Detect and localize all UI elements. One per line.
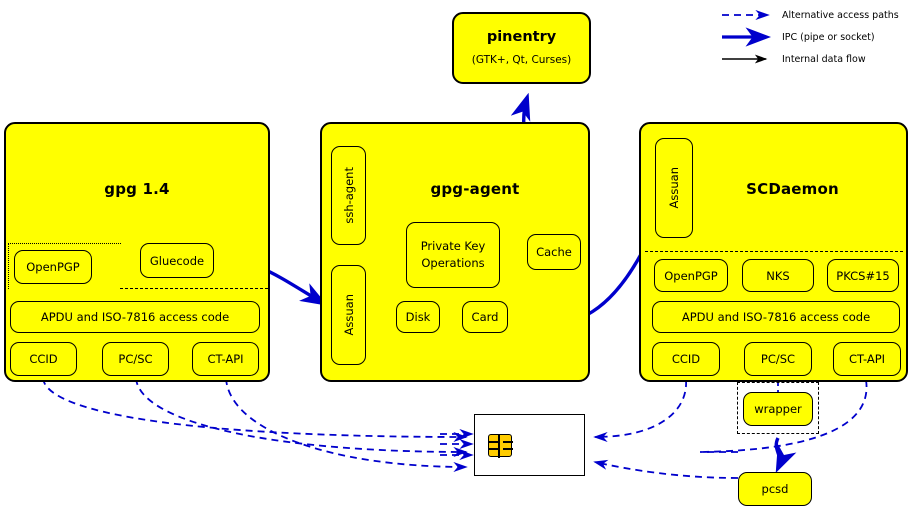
wrapper-box[interactable]: wrapper [743, 392, 813, 426]
smartcard[interactable] [474, 414, 585, 476]
gpg-title: gpg 1.4 [104, 180, 170, 198]
gpg-driver-pcsc-box[interactable]: PC/SC [102, 342, 169, 376]
gpg-agent-ssh-agent-box[interactable]: ssh-agent [331, 146, 366, 245]
gpg-gluecode-box[interactable]: Gluecode [140, 243, 214, 278]
legend-label-internal-flow: Internal data flow [782, 53, 866, 65]
gpg-driver-ctapi-label: CT-API [207, 352, 244, 366]
wrapper-label: wrapper [754, 402, 802, 416]
scdaemon-app-pkcs15-box[interactable]: PKCS#15 [827, 259, 899, 292]
scdaemon-driver-ctapi-label: CT-API [848, 352, 886, 366]
gpg-agent-title: gpg-agent [430, 180, 520, 198]
gpg-dotted-region-bottom [120, 288, 268, 289]
gpg-agent-card-label: Card [471, 310, 499, 324]
scdaemon-app-nks-label: NKS [766, 268, 790, 283]
scdaemon-app-nks-box[interactable]: NKS [742, 259, 814, 292]
legend-glyph-thin-arrow [722, 54, 768, 64]
gpg-gluecode-label: Gluecode [149, 253, 205, 268]
scdaemon-apdu-box[interactable]: APDU and ISO-7816 access code [652, 301, 900, 333]
private-key-operations-line1: Private Key [420, 239, 486, 254]
scdaemon-assuan-box[interactable]: Assuan [655, 138, 693, 238]
gpg-agent-cache-box[interactable]: Cache [527, 234, 581, 270]
edge-pcsd-to-card [593, 459, 739, 479]
gpg-apdu-box[interactable]: APDU and ISO-7816 access code [10, 301, 260, 333]
gpg-driver-ctapi-box[interactable]: CT-API [192, 342, 259, 376]
scdaemon-dotted-separator [645, 251, 903, 252]
scdaemon-driver-pcsc-label: PC/SC [760, 352, 796, 366]
pinentry-box[interactable]: pinentry (GTK+, Qt, Curses) [452, 12, 591, 84]
scdaemon-apdu-label: APDU and ISO-7816 access code [681, 310, 871, 324]
gpg-agent-card-box[interactable]: Card [462, 301, 508, 333]
gpg-driver-pcsc-label: PC/SC [118, 352, 153, 366]
edge-gpg-ctapi-to-card [225, 377, 468, 473]
private-key-operations-box[interactable]: Private Key Operations [406, 222, 500, 288]
scdaemon-app-openpgp-label: OpenPGP [664, 268, 718, 283]
edge-gpg-pcsc-to-card [135, 377, 468, 458]
legend-label-ipc: IPC (pipe or socket) [782, 31, 875, 43]
pinentry-title: pinentry [486, 29, 557, 46]
scdaemon-driver-ctapi-box[interactable]: CT-API [833, 342, 901, 376]
scdaemon-assuan-label: Assuan [667, 167, 681, 209]
edge-gpg-ccid-to-card [42, 377, 468, 443]
gpg-agent-disk-label: Disk [405, 310, 431, 324]
pinentry-subtitle: (GTK+, Qt, Curses) [471, 54, 572, 67]
gpg-dotted-region [8, 243, 121, 289]
smartcard-chip-icon [488, 434, 513, 458]
legend-glyph-dashed-arrow [722, 9, 770, 21]
edge-scd-ccid-to-card [593, 379, 687, 443]
scdaemon-app-openpgp-box[interactable]: OpenPGP [654, 259, 728, 292]
gpg-agent-assuan-label: Assuan [341, 294, 356, 336]
gpg-agent-assuan-box[interactable]: Assuan [331, 265, 366, 365]
scdaemon-title: SCDaemon [746, 180, 839, 198]
pcsd-box[interactable]: pcsd [738, 472, 812, 506]
gpg-agent-ssh-agent-label: ssh-agent [341, 167, 356, 224]
scdaemon-app-pkcs15-label: PKCS#15 [836, 268, 890, 283]
legend-item-internal-flow: Internal data flow [716, 48, 908, 70]
pcsd-label: pcsd [761, 482, 789, 496]
legend-label-alt-paths: Alternative access paths [782, 9, 899, 21]
gpg-agent-disk-box[interactable]: Disk [396, 301, 440, 333]
scdaemon-driver-pcsc-box[interactable]: PC/SC [744, 342, 812, 376]
scdaemon-driver-ccid-box[interactable]: CCID [652, 342, 720, 376]
gpg-openpgp-box[interactable]: OpenPGP [14, 250, 92, 284]
wrapper-dashed-group [737, 382, 819, 434]
gpg-openpgp-label: OpenPGP [26, 260, 80, 274]
legend-glyph-solid-thick-arrow [722, 27, 772, 47]
private-key-operations-line2: Operations [421, 256, 485, 270]
legend-item-ipc: IPC (pipe or socket) [716, 26, 908, 48]
gpg-box[interactable]: gpg 1.4 [4, 122, 270, 382]
gpg-apdu-label: APDU and ISO-7816 access code [40, 310, 230, 324]
scdaemon-driver-ccid-label: CCID [671, 352, 701, 366]
gpg-driver-ccid-label: CCID [29, 352, 58, 366]
legend: Alternative access paths IPC (pipe or so… [716, 4, 908, 70]
gpg-agent-cache-label: Cache [536, 245, 572, 259]
legend-item-alt-paths: Alternative access paths [716, 4, 908, 26]
edge-wrapper-to-pcsd [774, 437, 797, 473]
gpg-driver-ccid-box[interactable]: CCID [10, 342, 77, 376]
